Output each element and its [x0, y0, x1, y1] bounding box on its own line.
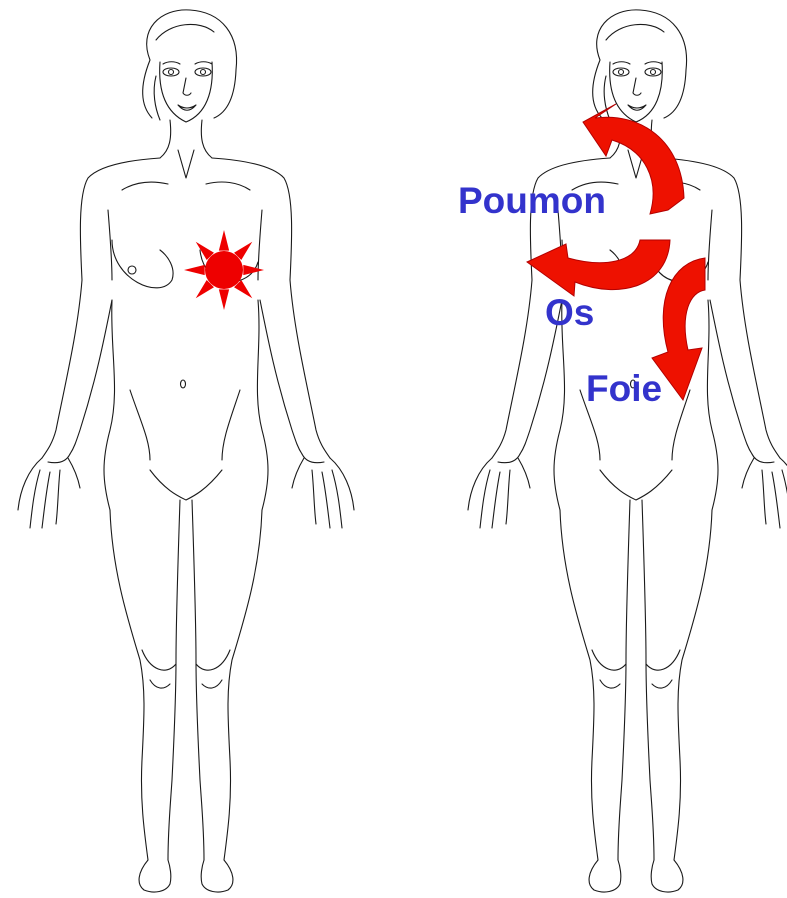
left-body-figure — [18, 10, 354, 892]
curved-arrow-icon — [527, 240, 670, 296]
label-os: Os — [545, 292, 594, 333]
tumor-ray — [219, 289, 229, 310]
label-foie: Foie — [586, 368, 662, 409]
tumor-ray — [219, 230, 229, 251]
tumor-ray — [243, 265, 264, 275]
sun-tumor-icon — [184, 230, 264, 310]
tumor-core — [205, 251, 243, 289]
body-outline — [18, 10, 354, 892]
label-poumon: Poumon — [458, 180, 606, 221]
tumor-ray — [184, 265, 205, 275]
